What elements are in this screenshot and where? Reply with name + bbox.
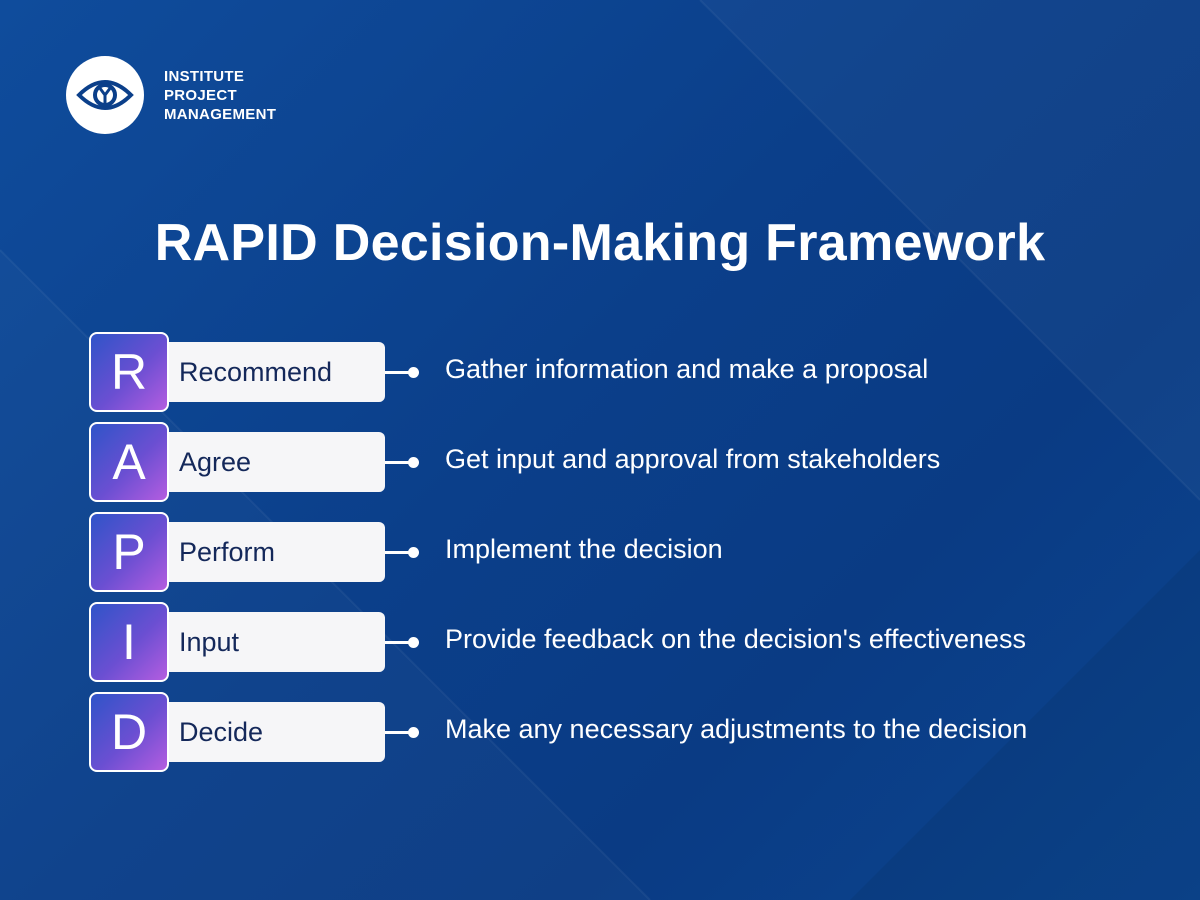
connector-line xyxy=(385,371,411,374)
page-title: RAPID Decision-Making Framework xyxy=(154,214,1046,272)
connector-dot xyxy=(408,547,419,558)
framework-row-recommend: R Recommend Gather information and make … xyxy=(89,332,1149,412)
connector-dot xyxy=(408,457,419,468)
brand-line-2: PROJECT xyxy=(164,86,237,104)
letter-tile: I xyxy=(89,602,169,682)
role-description: Gather information and make a proposal xyxy=(445,354,929,384)
brand-name: INSTITUTE PROJECT MANAGEMENT xyxy=(164,67,276,124)
letter-tile: P xyxy=(89,512,169,592)
connector-line xyxy=(385,551,411,554)
letter-tile: D xyxy=(89,692,169,772)
letter-tile: R xyxy=(89,332,169,412)
framework-row-agree: A Agree Get input and approval from stak… xyxy=(89,422,1149,502)
connector-line xyxy=(385,641,411,644)
role-label: Perform xyxy=(159,522,385,582)
connector-line xyxy=(385,731,411,734)
connector-dot xyxy=(408,727,419,738)
role-description: Implement the decision xyxy=(445,534,723,564)
connector-line xyxy=(385,461,411,464)
eye-logo-icon xyxy=(66,56,144,134)
role-description: Provide feedback on the decision's effec… xyxy=(445,624,1027,654)
role-description: Get input and approval from stakeholders xyxy=(445,444,941,474)
brand-line-3: MANAGEMENT xyxy=(164,105,277,123)
letter-tile: A xyxy=(89,422,169,502)
connector-dot xyxy=(408,367,419,378)
connector-dot xyxy=(408,637,419,648)
framework-row-perform: P Perform Implement the decision xyxy=(89,512,1149,592)
role-description: Make any necessary adjustments to the de… xyxy=(445,714,1028,744)
role-label: Agree xyxy=(159,432,385,492)
role-label: Input xyxy=(159,612,385,672)
framework-row-input: I Input Provide feedback on the decision… xyxy=(89,602,1149,682)
brand-logo: INSTITUTE PROJECT MANAGEMENT xyxy=(66,56,276,134)
brand-line-1: INSTITUTE xyxy=(164,67,245,85)
role-label: Decide xyxy=(159,702,385,762)
role-label: Recommend xyxy=(159,342,385,402)
framework-row-decide: D Decide Make any necessary adjustments … xyxy=(89,692,1149,772)
